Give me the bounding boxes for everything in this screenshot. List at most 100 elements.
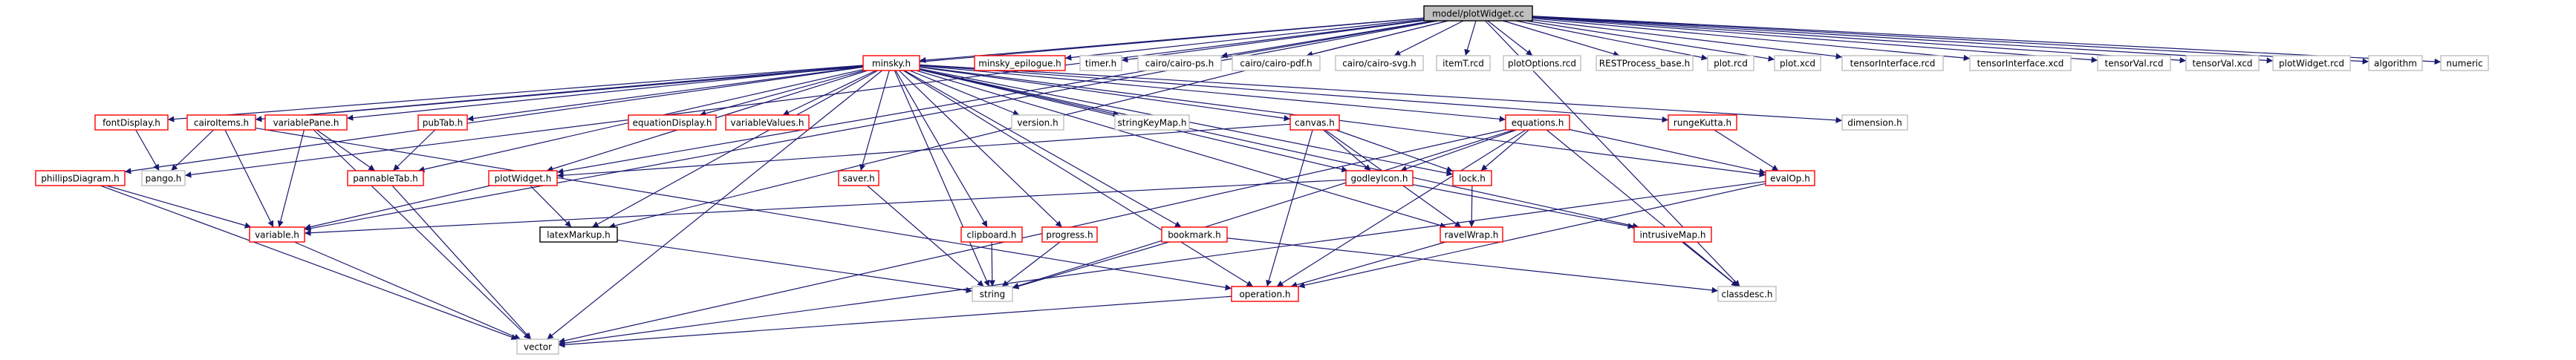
node-label: stringKeyMap.h (1118, 118, 1187, 128)
edge-latexMarkup_h-to-string (617, 239, 973, 294)
node-pubTab-h[interactable]: pubTab.h (417, 114, 468, 131)
node-box (2440, 55, 2489, 71)
node-operation-h[interactable]: operation.h (1231, 286, 1299, 302)
node-label: algorithm (2374, 59, 2417, 69)
node-saver-h[interactable]: saver.h (838, 170, 879, 186)
node-label: lock.h (1459, 174, 1486, 184)
node-rungeKutta-h[interactable]: rungeKutta.h (1668, 114, 1737, 131)
edge-equations_h-to-lock_h (1480, 129, 1529, 171)
node-cairo-svg-h[interactable]: cairo/cairo-svg.h (1335, 55, 1424, 71)
node-plotOptions-rcd[interactable]: plotOptions.rcd (1503, 55, 1581, 71)
node-fontDisplay-h[interactable]: fontDisplay.h (94, 114, 169, 131)
node-label: string (980, 289, 1005, 300)
node-equations-h[interactable]: equations.h (1505, 114, 1570, 131)
node-box (1841, 114, 1908, 131)
edge-pannableTab_h-to-vector (391, 185, 532, 340)
node-vector[interactable]: vector (516, 338, 559, 355)
node-ravelWrap-h[interactable]: ravelWrap.h (1440, 226, 1503, 243)
node-box (1707, 55, 1754, 71)
node-pannableTab-h[interactable]: pannableTab.h (347, 170, 424, 186)
node-phillipsDiagram-h[interactable]: phillipsDiagram.h (35, 170, 126, 186)
node-label: cairo/cairo-ps.h (1145, 59, 1214, 69)
node-box (1335, 55, 1424, 71)
node-box (1436, 55, 1491, 71)
node-bookmark-h[interactable]: bookmark.h (1161, 226, 1228, 243)
node-canvas-h[interactable]: canvas.h (1289, 114, 1340, 131)
node-tensorInterface-rcd[interactable]: tensorInterface.rcd (1841, 55, 1944, 71)
edge-plotWidget_cc-to-minsky_epilogue_h (1064, 19, 1425, 61)
node-string[interactable]: string (972, 286, 1013, 302)
node-plotWidget-h[interactable]: plotWidget.h (488, 170, 558, 186)
node-dimension-h[interactable]: dimension.h (1841, 114, 1908, 131)
node-version-h[interactable]: version.h (1011, 114, 1064, 131)
edge-equations_h-to-vector (558, 129, 1506, 344)
node-label: dimension.h (1847, 118, 1902, 128)
edge-plotWidget_cc-to-plotWidget_h (556, 20, 1436, 174)
node-intrusiveMap-h[interactable]: intrusiveMap.h (1633, 226, 1712, 243)
edge-plotWidget_cc-to-RESTProcess_base_h (1503, 20, 1620, 57)
node-minsky-epilogue-h[interactable]: minsky_epilogue.h (974, 55, 1066, 71)
node-variableValues-h[interactable]: variableValues.h (725, 114, 810, 131)
node-label: cairoItems.h (194, 118, 249, 128)
node-numeric[interactable]: numeric (2440, 55, 2489, 71)
edge-minsky_h-to-equations_h (919, 65, 1506, 122)
node-algorithm[interactable]: algorithm (2368, 55, 2423, 71)
node-lock-h[interactable]: lock.h (1452, 170, 1492, 186)
node-tensorVal-xcd[interactable]: tensorVal.xcd (2185, 55, 2260, 71)
node-variablePane-h[interactable]: variablePane.h (264, 114, 348, 131)
edge-variablePane_h-to-pannableTab_h (316, 129, 376, 171)
node-label: equations.h (1512, 118, 1564, 128)
node-progress-h[interactable]: progress.h (1041, 226, 1098, 243)
node-box (1423, 5, 1533, 22)
node-evalOp-h[interactable]: evalOp.h (1765, 170, 1815, 186)
node-clipboard-h[interactable]: clipboard.h (960, 226, 1023, 243)
node-classdesc-h[interactable]: classdesc.h (1717, 286, 1777, 302)
edge-minsky_h-to-bookmark_h (904, 70, 1182, 228)
node-box (264, 114, 348, 131)
node-pango-h[interactable]: pango.h (141, 170, 186, 186)
node-label: plotWidget.h (495, 174, 552, 184)
node-box (1503, 55, 1581, 71)
node-label: phillipsDiagram.h (41, 174, 119, 184)
edge-plotWidget_cc-to-timer_h (1121, 20, 1425, 63)
node-cairoItems-h[interactable]: cairoItems.h (186, 114, 256, 131)
node-label: pannableTab.h (353, 174, 418, 184)
node-equationDisplay-h[interactable]: equationDisplay.h (628, 114, 717, 131)
node-cairo-pdf-h[interactable]: cairo/cairo-pdf.h (1232, 55, 1321, 71)
edge-minsky_h-to-rungeKutta_h (919, 65, 1669, 123)
node-plotWidget-rcd[interactable]: plotWidget.rcd (2272, 55, 2351, 71)
edge-cairoItems_h-to-pango_h (170, 129, 215, 171)
node-tensorInterface-xcd[interactable]: tensorInterface.xcd (1969, 55, 2072, 71)
node-latexMarkup-h[interactable]: latexMarkup.h (539, 226, 618, 243)
edge-canvas_h-to-godleyIcon_h (1323, 129, 1371, 171)
node-label: evalOp.h (1770, 174, 1810, 184)
node-itemT-rcd[interactable]: itemT.rcd (1436, 55, 1491, 71)
edge-equations_h-to-godleyIcon_h (1400, 129, 1517, 172)
node-RESTProcess-base-h[interactable]: RESTProcess_base.h (1596, 55, 1694, 71)
node-variable-h[interactable]: variable.h (249, 226, 305, 243)
node-box (1633, 226, 1712, 243)
edge-godleyIcon_h-to-variable_h (304, 179, 1347, 236)
node-label: pubTab.h (423, 118, 464, 128)
node-stringKeyMap-h[interactable]: stringKeyMap.h (1114, 114, 1190, 131)
node-godleyIcon-h[interactable]: godleyIcon.h (1345, 170, 1414, 186)
node-tensorVal-rcd[interactable]: tensorVal.rcd (2097, 55, 2171, 71)
node-plot-xcd[interactable]: plot.xcd (1774, 55, 1821, 71)
node-box (1452, 170, 1492, 186)
node-plot-rcd[interactable]: plot.rcd (1707, 55, 1754, 71)
node-cairo-ps-h[interactable]: cairo/cairo-ps.h (1137, 55, 1222, 71)
edge-layer (100, 16, 2442, 348)
node-box (347, 170, 424, 186)
node-minsky-h[interactable]: minsky.h (862, 55, 920, 71)
edge-plotWidget_cc-to-plot_rcd (1515, 20, 1708, 61)
edge-plotWidget_cc-to-variable_h (304, 20, 1438, 232)
edge-minsky_h-to-cairoItems_h (255, 65, 864, 122)
node-label: classdesc.h (1721, 289, 1772, 300)
node-box (417, 114, 468, 131)
node-label: latexMarkup.h (547, 230, 611, 240)
edge-bookmark_h-to-string (1012, 241, 1170, 289)
node-timer-h[interactable]: timer.h (1079, 55, 1122, 71)
node-box (1774, 55, 1821, 71)
node-box (1041, 226, 1098, 243)
